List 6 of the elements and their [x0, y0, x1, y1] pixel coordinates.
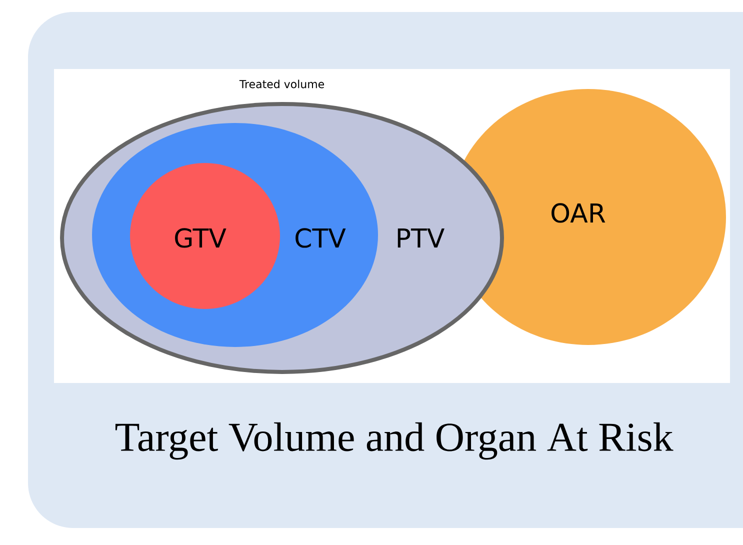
region-label: PTV	[398, 228, 444, 248]
heading-label: Treated volume	[239, 80, 324, 88]
region-label: GTV	[175, 228, 226, 248]
region-label: OAR	[552, 203, 606, 223]
region-label: CTV	[296, 228, 346, 248]
caption: Target Volume and Organ At Risk	[115, 422, 674, 460]
